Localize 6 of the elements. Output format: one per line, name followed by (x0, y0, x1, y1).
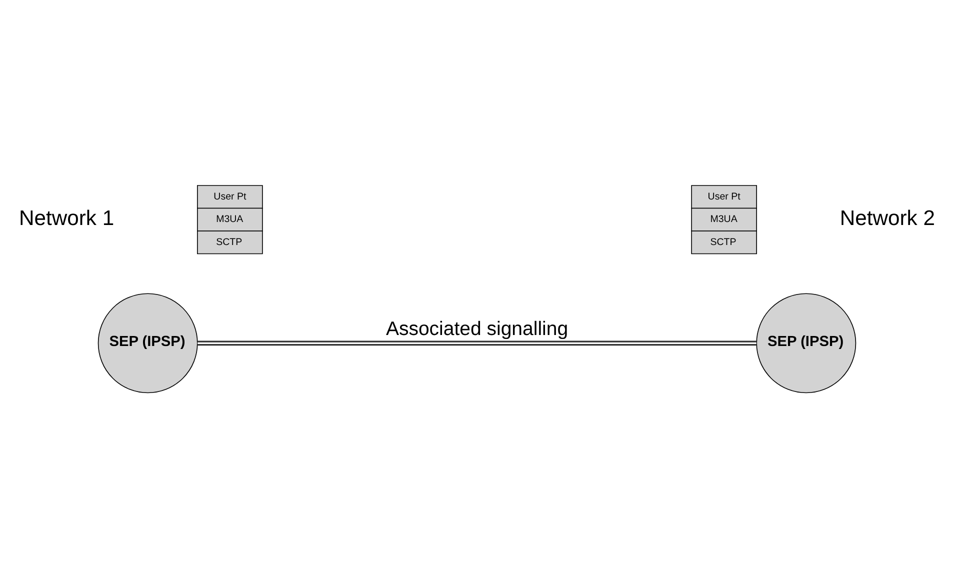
node-circle: SEP (IPSP) (756, 292, 856, 393)
connector (198, 340, 756, 346)
node-circle: SEP (IPSP) (98, 292, 198, 393)
edge-label: Associated signalling (386, 318, 568, 340)
label: Network 2 (840, 206, 935, 230)
label: Network 1 (19, 206, 114, 230)
